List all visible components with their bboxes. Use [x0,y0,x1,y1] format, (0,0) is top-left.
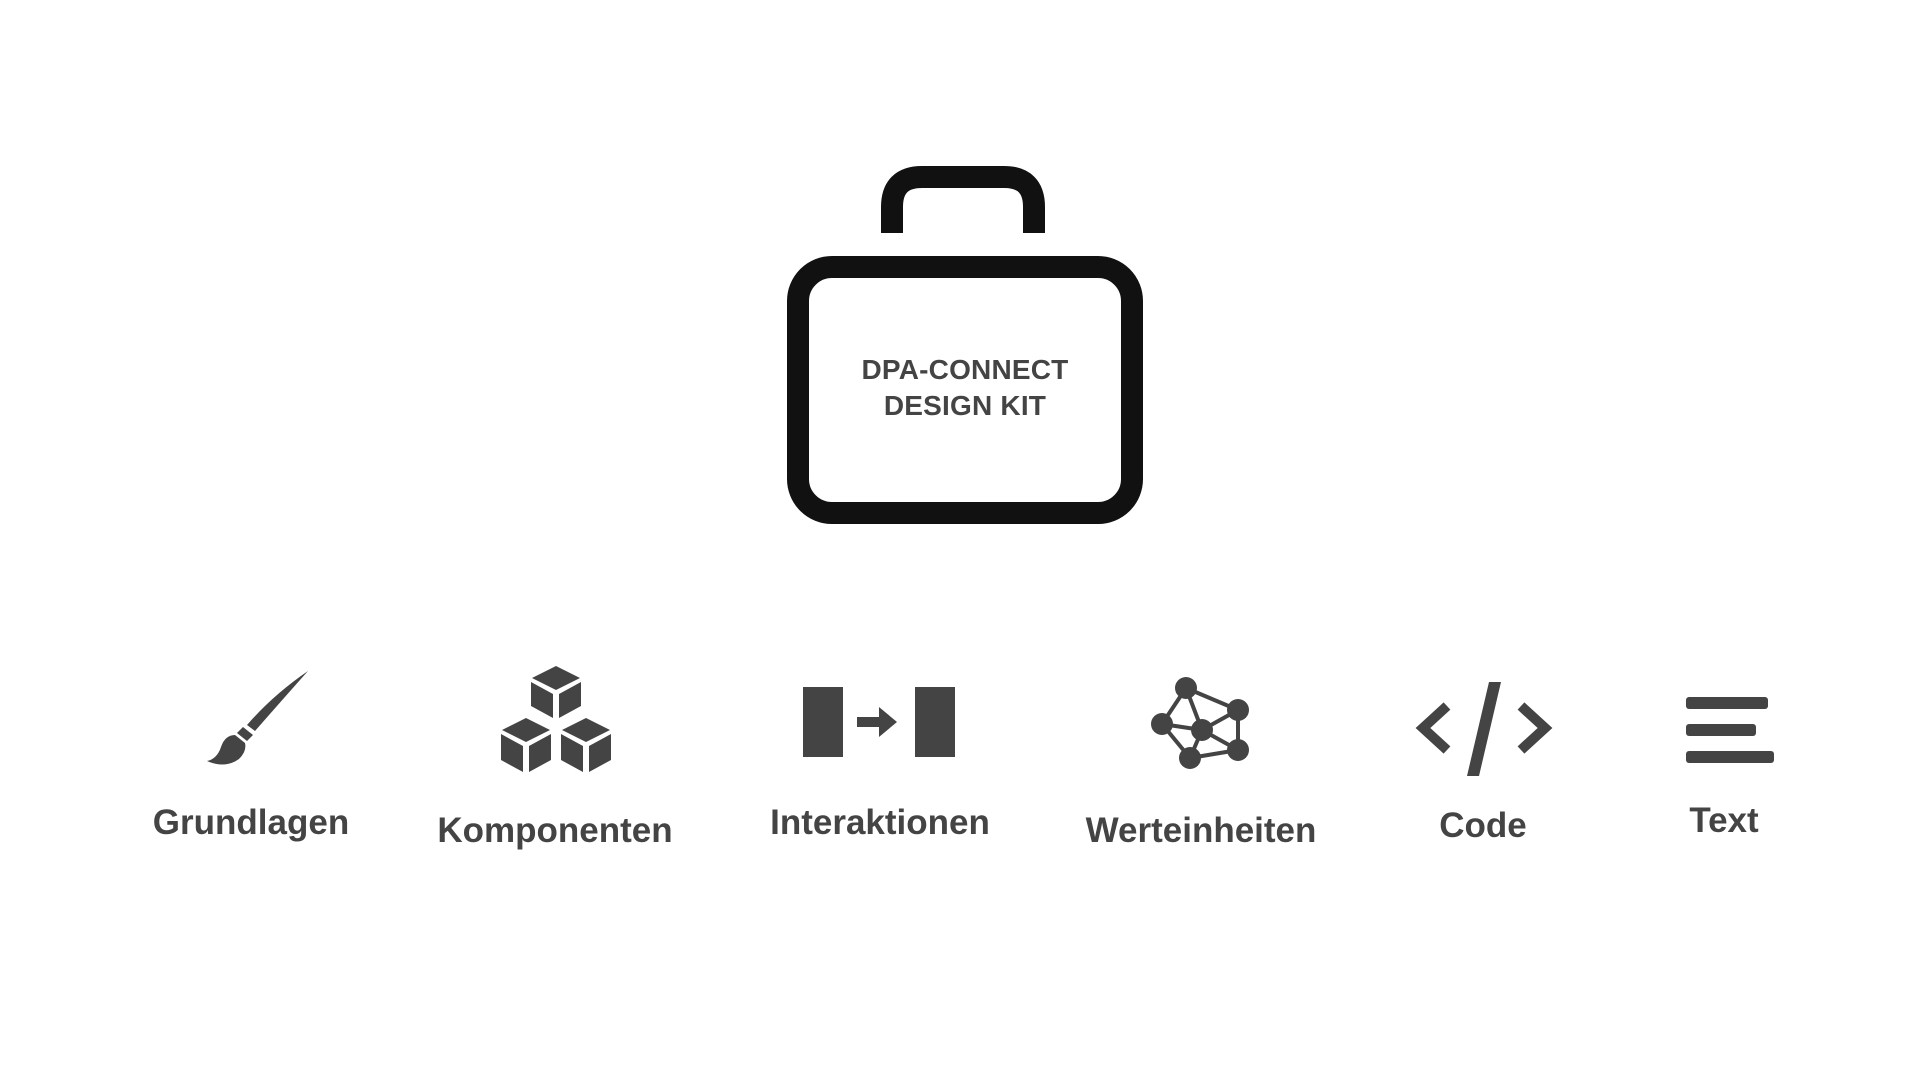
kit-title-line-1: DPA-CONNECT [861,354,1069,385]
kit-title: DPA-CONNECT DESIGN KIT [809,352,1121,424]
category-label: Code [1439,806,1527,845]
text-lines-icon [1686,697,1774,763]
toolbox-icon [784,163,1146,528]
category-label: Interaktionen [770,803,990,842]
network-nodes-icon [1151,677,1249,769]
code-brackets-icon [1415,682,1553,776]
category-label: Text [1689,801,1759,840]
kit-title-line-2: DESIGN KIT [883,390,1047,421]
category-label: Werteinheiten [1085,811,1317,850]
transition-arrow-icon [803,687,955,757]
paintbrush-icon [207,671,308,765]
category-label: Grundlagen [152,803,350,842]
cubes-icon [501,666,611,772]
category-label: Komponenten [437,811,673,850]
